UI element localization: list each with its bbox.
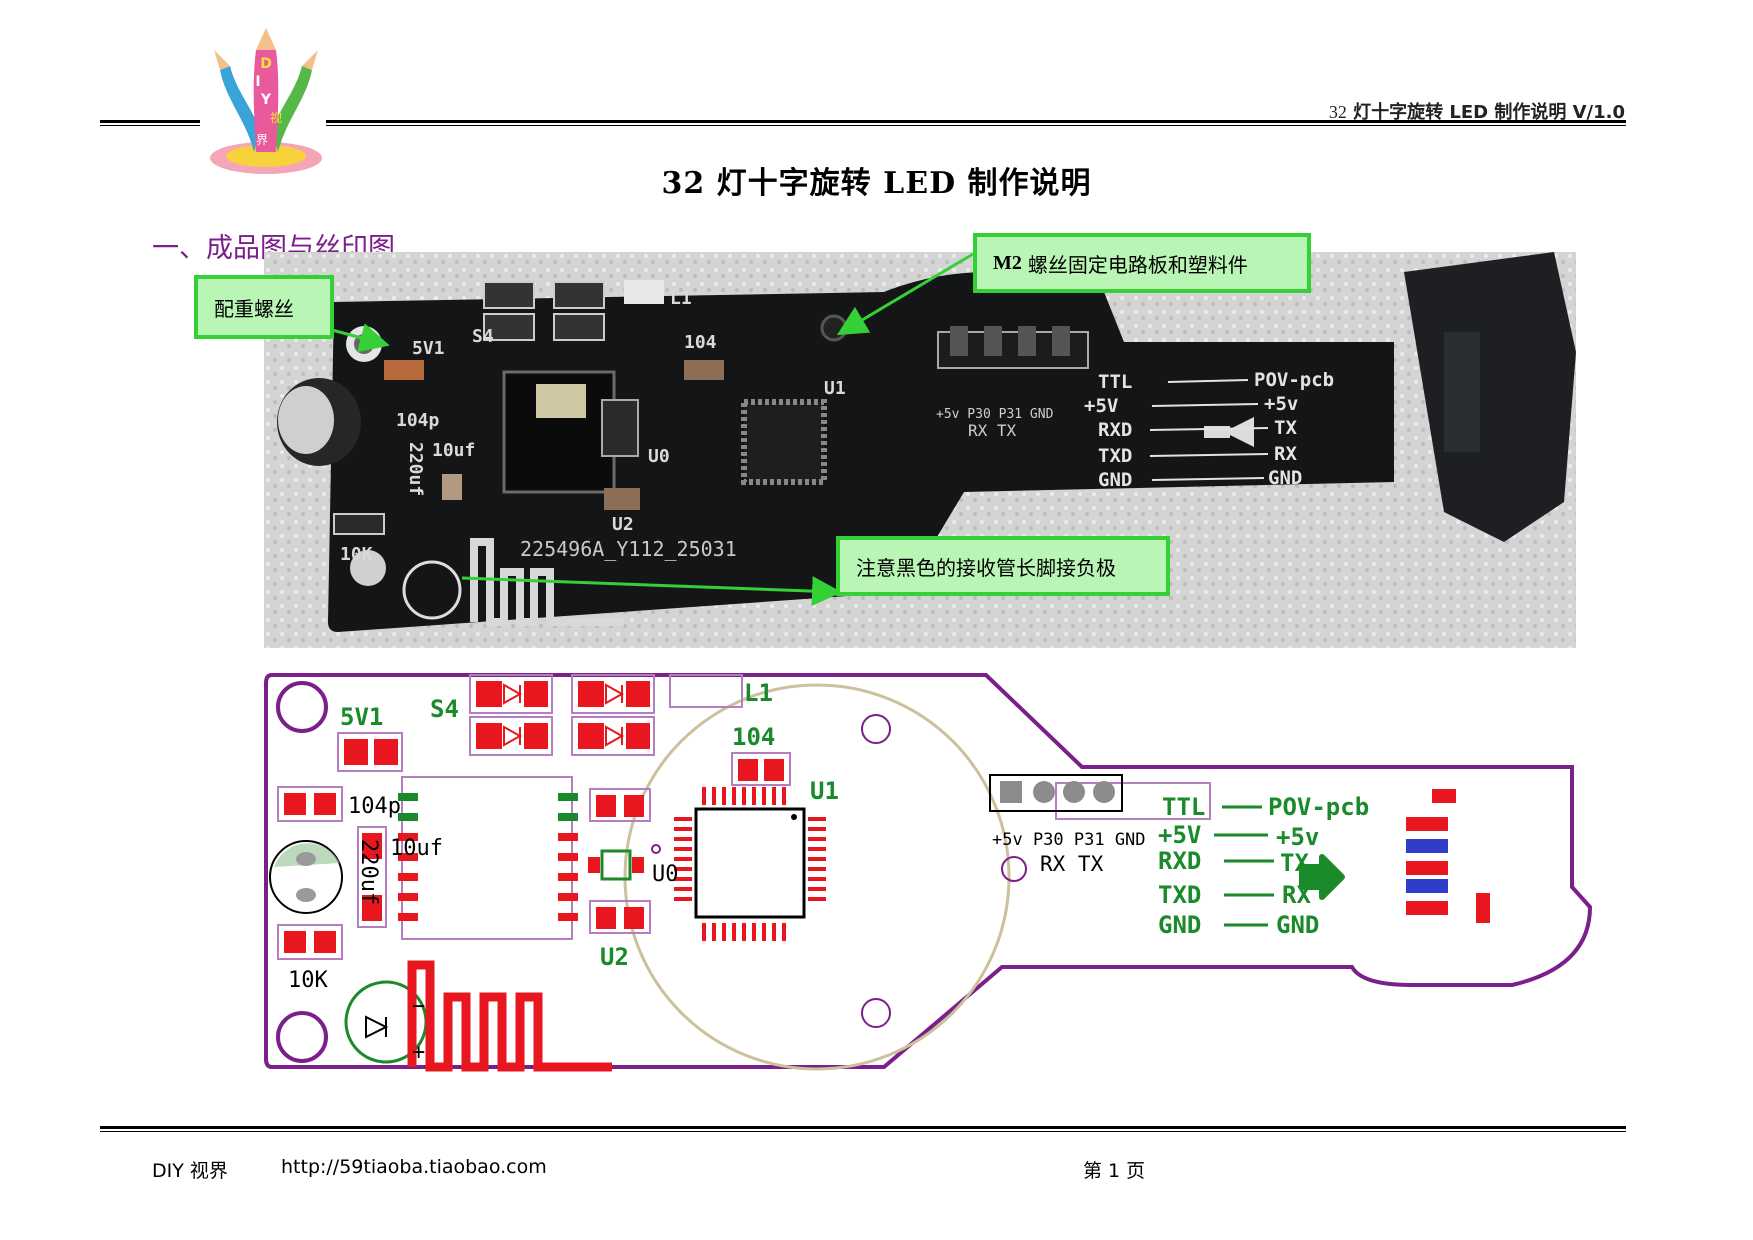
photo-5v2: +5v xyxy=(1264,393,1298,415)
photo-label-u1: U1 xyxy=(824,378,846,399)
callout-ir-receiver: 注意黑色的接收管长脚接负极 xyxy=(836,536,1170,596)
photo-header-rxtx: RX TX xyxy=(968,421,1017,440)
u1-footprint xyxy=(694,807,806,919)
photo-tx: TX xyxy=(1274,417,1297,439)
photo-txd: TXD xyxy=(1098,445,1132,467)
silk-label-gnd: GND xyxy=(1158,911,1201,939)
header-rule-right xyxy=(326,120,1626,123)
silk-label-gnd2: GND xyxy=(1276,911,1319,939)
ir-receiver-footprint xyxy=(402,560,462,620)
silk-label-u1: U1 xyxy=(810,777,839,805)
silkscreen-diagram: 5V1 S4 L1 104 U1 U2 TTL POV-pcb +5V +5v … xyxy=(264,673,1593,1072)
diy-vision-logo: D I Y 视 界 xyxy=(210,28,322,174)
photo-pov: POV-pcb xyxy=(1254,369,1334,391)
mcu-u1 xyxy=(741,399,827,485)
logo-letter-jie: 界 xyxy=(256,133,268,147)
capacitor-220uf-footprint xyxy=(269,840,343,914)
photo-gnd2: GND xyxy=(1268,467,1302,489)
silk-label-txd: TXD xyxy=(1158,881,1201,909)
silk-label-rx: RX xyxy=(1282,881,1311,909)
footer-rule xyxy=(100,1126,1626,1129)
silk-label-104: 104 xyxy=(732,723,775,751)
photo-label-s4: S4 xyxy=(472,326,494,347)
counterweight-screw xyxy=(354,334,374,354)
m2-screw xyxy=(820,314,848,342)
board-outline xyxy=(264,673,1593,1069)
silk-label-5v2: +5v xyxy=(1276,823,1319,851)
photo-label-5v1: 5V1 xyxy=(412,338,445,359)
silk-label-ttl: TTL xyxy=(1162,793,1205,821)
photo-label-10k: 10K xyxy=(340,544,373,565)
callout-counterweight-screw: 配重螺丝 xyxy=(194,275,334,339)
silk-label-104p: 104p xyxy=(348,794,401,819)
header-rule-right-thin xyxy=(326,125,1626,126)
photo-label-220uf: 220uf xyxy=(405,442,426,496)
ttl-header-footprint xyxy=(989,774,1123,812)
silk-label-s4: S4 xyxy=(430,695,459,723)
footer-brand: DIY 视界 xyxy=(152,1160,228,1182)
silk-label-10k: 10K xyxy=(288,968,328,993)
header-rule-left xyxy=(100,120,200,123)
silk-label-10uf: 10uf xyxy=(390,836,443,861)
silk-label-u2: U2 xyxy=(600,943,629,971)
silk-label-minus: − xyxy=(412,994,425,1019)
footer-page-number: 第 1 页 xyxy=(1083,1160,1146,1182)
logo-letter-shi: 视 xyxy=(270,110,282,125)
photo-label-10uf: 10uf xyxy=(432,440,475,461)
photo-label-104: 104 xyxy=(684,332,717,353)
footer-shop-link[interactable]: http://59tiaoba.tiaobao.com xyxy=(281,1156,547,1178)
photo-rx: RX xyxy=(1274,443,1297,465)
photo-label-u2: U2 xyxy=(612,514,634,535)
silk-label-220uf: 220uf xyxy=(356,839,381,905)
rotation-disc xyxy=(623,683,1011,1071)
silk-label-5v1: 5V1 xyxy=(340,703,383,731)
header-document-reference: 32 灯十字旋转 LED 制作说明 V/1.0 xyxy=(1328,102,1625,123)
photo-rxd: RXD xyxy=(1098,419,1132,441)
logo-letter-d: D xyxy=(260,56,272,72)
hole-top-left xyxy=(276,681,328,733)
logo-letter-y: Y xyxy=(260,92,272,108)
photo-gnd: GND xyxy=(1098,469,1132,491)
silk-label-u0: U0 xyxy=(652,862,679,887)
silk-label-tx: TX xyxy=(1280,849,1309,877)
photo-batch-code: 225496A_Y112_25031 xyxy=(520,537,737,561)
silk-label-5v: +5V xyxy=(1158,821,1201,849)
plastic-arm xyxy=(1404,252,1576,542)
silk-label-l1: L1 xyxy=(744,679,773,707)
photo-label-l1: L1 xyxy=(670,288,692,309)
photo-header-pins: +5v P30 P31 GND xyxy=(936,407,1054,422)
logo-letter-i: I xyxy=(255,74,260,90)
photo-label-104p: 104p xyxy=(396,410,440,431)
hole-bottom-left xyxy=(276,1011,328,1063)
silk-header-rxtx: RX TX xyxy=(1040,852,1104,876)
document-title: 32 灯十字旋转 LED 制作说明 xyxy=(661,166,1092,201)
header-rule-left-thin xyxy=(100,125,200,126)
silk-label-rxd: RXD xyxy=(1158,847,1201,875)
silk-label-pov: POV-pcb xyxy=(1268,793,1369,821)
photo-label-u0: U0 xyxy=(648,446,670,467)
photo-ttl: TTL xyxy=(1098,371,1132,393)
footer-rule-thin xyxy=(100,1131,1626,1132)
silk-header-pins: +5v P30 P31 GND xyxy=(992,830,1146,850)
silk-label-plus: + xyxy=(412,1040,425,1065)
pcb-board xyxy=(328,272,1394,632)
led-connector xyxy=(1444,332,1480,452)
mount-hole-bottom xyxy=(350,550,386,586)
photo-5v: +5V xyxy=(1084,395,1118,417)
